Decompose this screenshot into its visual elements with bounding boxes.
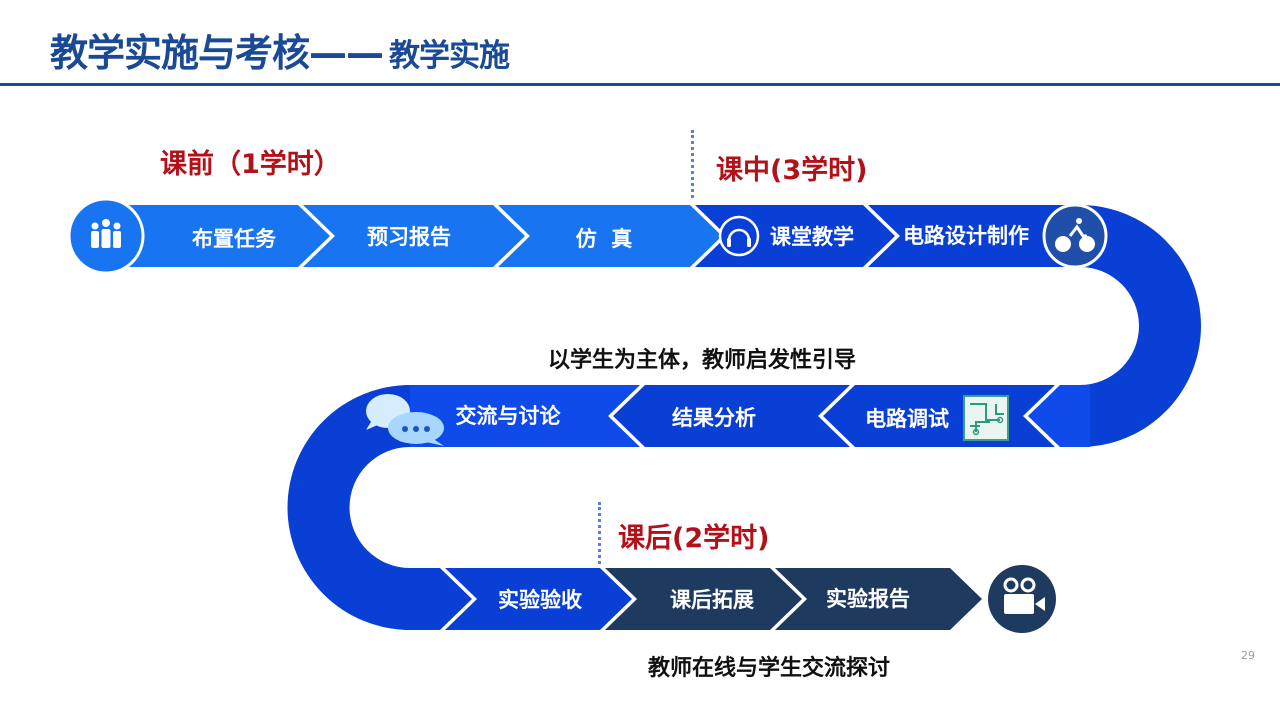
- row3-seg-2: [445, 568, 632, 630]
- phase-pre-label: 课前（1学时）: [160, 149, 341, 180]
- step-preview-report: 预习报告: [367, 225, 451, 249]
- step-simulation: 仿 真: [575, 227, 633, 251]
- row3-seg-4: [775, 568, 982, 630]
- phase-in-label: 课中(3学时): [716, 155, 868, 186]
- note-student-centered: 以学生为主体，教师启发性引导: [548, 348, 857, 373]
- right-arc: [1080, 205, 1201, 447]
- step-discussion: 交流与讨论: [455, 404, 561, 428]
- row3-seg-3: [605, 568, 802, 630]
- step-lab-report: 实验报告: [826, 587, 910, 611]
- step-acceptance: 实验验收: [498, 588, 582, 612]
- video-camera-icon: [988, 565, 1056, 633]
- phase-post-label: 课后(2学时): [618, 523, 770, 554]
- team-icon: [67, 197, 145, 275]
- step-classroom-teaching: 课堂教学: [770, 225, 854, 249]
- left-arc: [287, 385, 410, 630]
- headphones-icon: [718, 215, 760, 257]
- title-sub: 教学实施: [389, 38, 510, 74]
- phase-divider-in: [691, 130, 694, 198]
- step-circuit-design: 电路设计制作: [903, 224, 1029, 248]
- row2-seg-1: [410, 385, 640, 447]
- row1-seg-2: [303, 205, 525, 267]
- title-divider: [0, 83, 1280, 86]
- circuit-board-icon: [963, 395, 1009, 441]
- row1-seg-1: [105, 205, 330, 267]
- row3-seg-1: [405, 568, 472, 630]
- chat-bubbles-icon: [366, 394, 444, 446]
- cyclist-icon: [1042, 203, 1108, 269]
- note-online-discussion: 教师在线与学生交流探讨: [648, 656, 891, 681]
- row1-seg-3: [498, 205, 722, 267]
- row2-seg-2: [613, 385, 850, 447]
- step-circuit-debug: 电路调试: [865, 407, 949, 431]
- phase-divider-post: [598, 502, 601, 564]
- row2-seg-4: [1028, 385, 1090, 447]
- page-title: 教学实施与考核——教学实施: [50, 22, 510, 77]
- row1-seg-5: [868, 205, 1082, 267]
- step-extension: 课后拓展: [670, 588, 754, 612]
- page-number: 29: [1241, 649, 1255, 662]
- step-assign-task: 布置任务: [192, 227, 276, 251]
- step-result-analysis: 结果分析: [672, 406, 756, 430]
- title-main: 教学实施与考核——: [50, 31, 384, 75]
